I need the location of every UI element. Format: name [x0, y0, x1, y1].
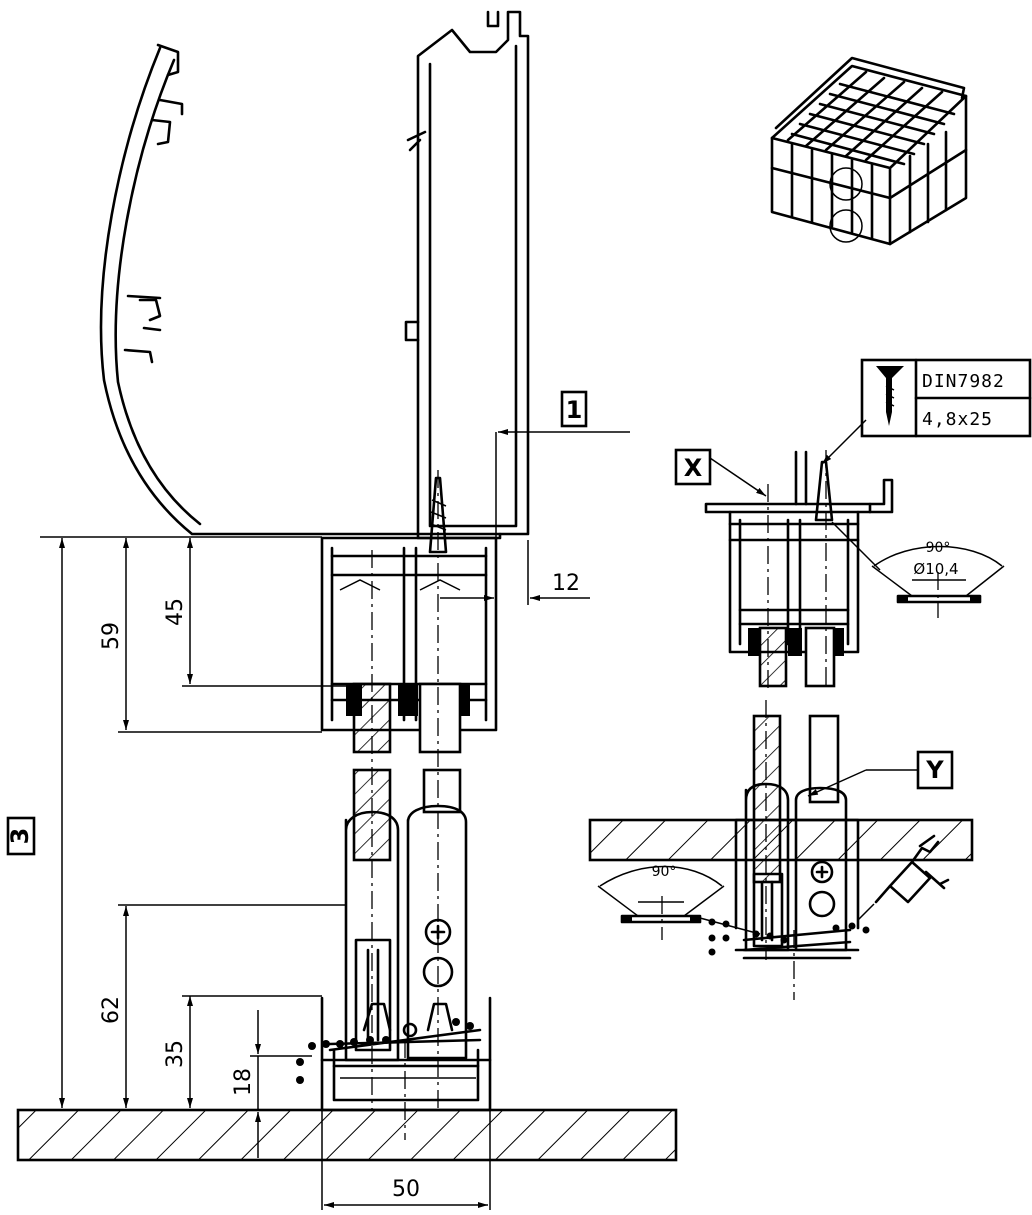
callout-3: 3 [6, 816, 36, 856]
callout-3-label: 3 [6, 828, 34, 845]
dim-35: 35 [163, 1040, 188, 1068]
dim-59: 59 [99, 622, 124, 650]
diameter-x: Ø10,4 [913, 560, 958, 578]
dim-18: 18 [231, 1068, 256, 1096]
callout-x: X [674, 448, 767, 497]
dimension-lines [40, 429, 630, 1210]
bottom-base-left [296, 768, 492, 1112]
callout-x-label: X [684, 454, 703, 482]
detail-x-assembly [704, 450, 894, 690]
callout-y-label: Y [925, 756, 944, 784]
screw-size: 4,8x25 [922, 409, 993, 430]
sealant-gun-icon [857, 834, 950, 921]
dim-50: 50 [392, 1177, 420, 1202]
centerlines-left [371, 470, 439, 1140]
top-frame-left [320, 536, 498, 754]
screw-standard: DIN7982 [922, 371, 1005, 392]
callout-y: Y [807, 750, 954, 797]
angle-x: 90° [926, 540, 951, 556]
screw-icon [876, 366, 904, 426]
vertical-bar-profile [404, 10, 530, 540]
conservatory-isometric [770, 56, 968, 246]
callout-1-label: 1 [566, 396, 583, 424]
gutter-profile [99, 43, 502, 536]
floor-slab-left [16, 1108, 678, 1162]
dim-45: 45 [163, 598, 188, 626]
dim-62: 62 [99, 996, 124, 1024]
countersink-detail-y: 90° [597, 864, 761, 940]
angle-y: 90° [652, 864, 677, 880]
dim-12: 12 [552, 571, 580, 596]
dimension-labels: 59 45 62 35 18 50 12 [99, 571, 580, 1202]
screw-spec-box: DIN7982 4,8x25 [821, 358, 1032, 465]
callout-1: 1 [560, 390, 588, 428]
detail-y-assembly [588, 700, 974, 1000]
countersink-detail-x: 90° Ø10,4 [871, 540, 1005, 618]
